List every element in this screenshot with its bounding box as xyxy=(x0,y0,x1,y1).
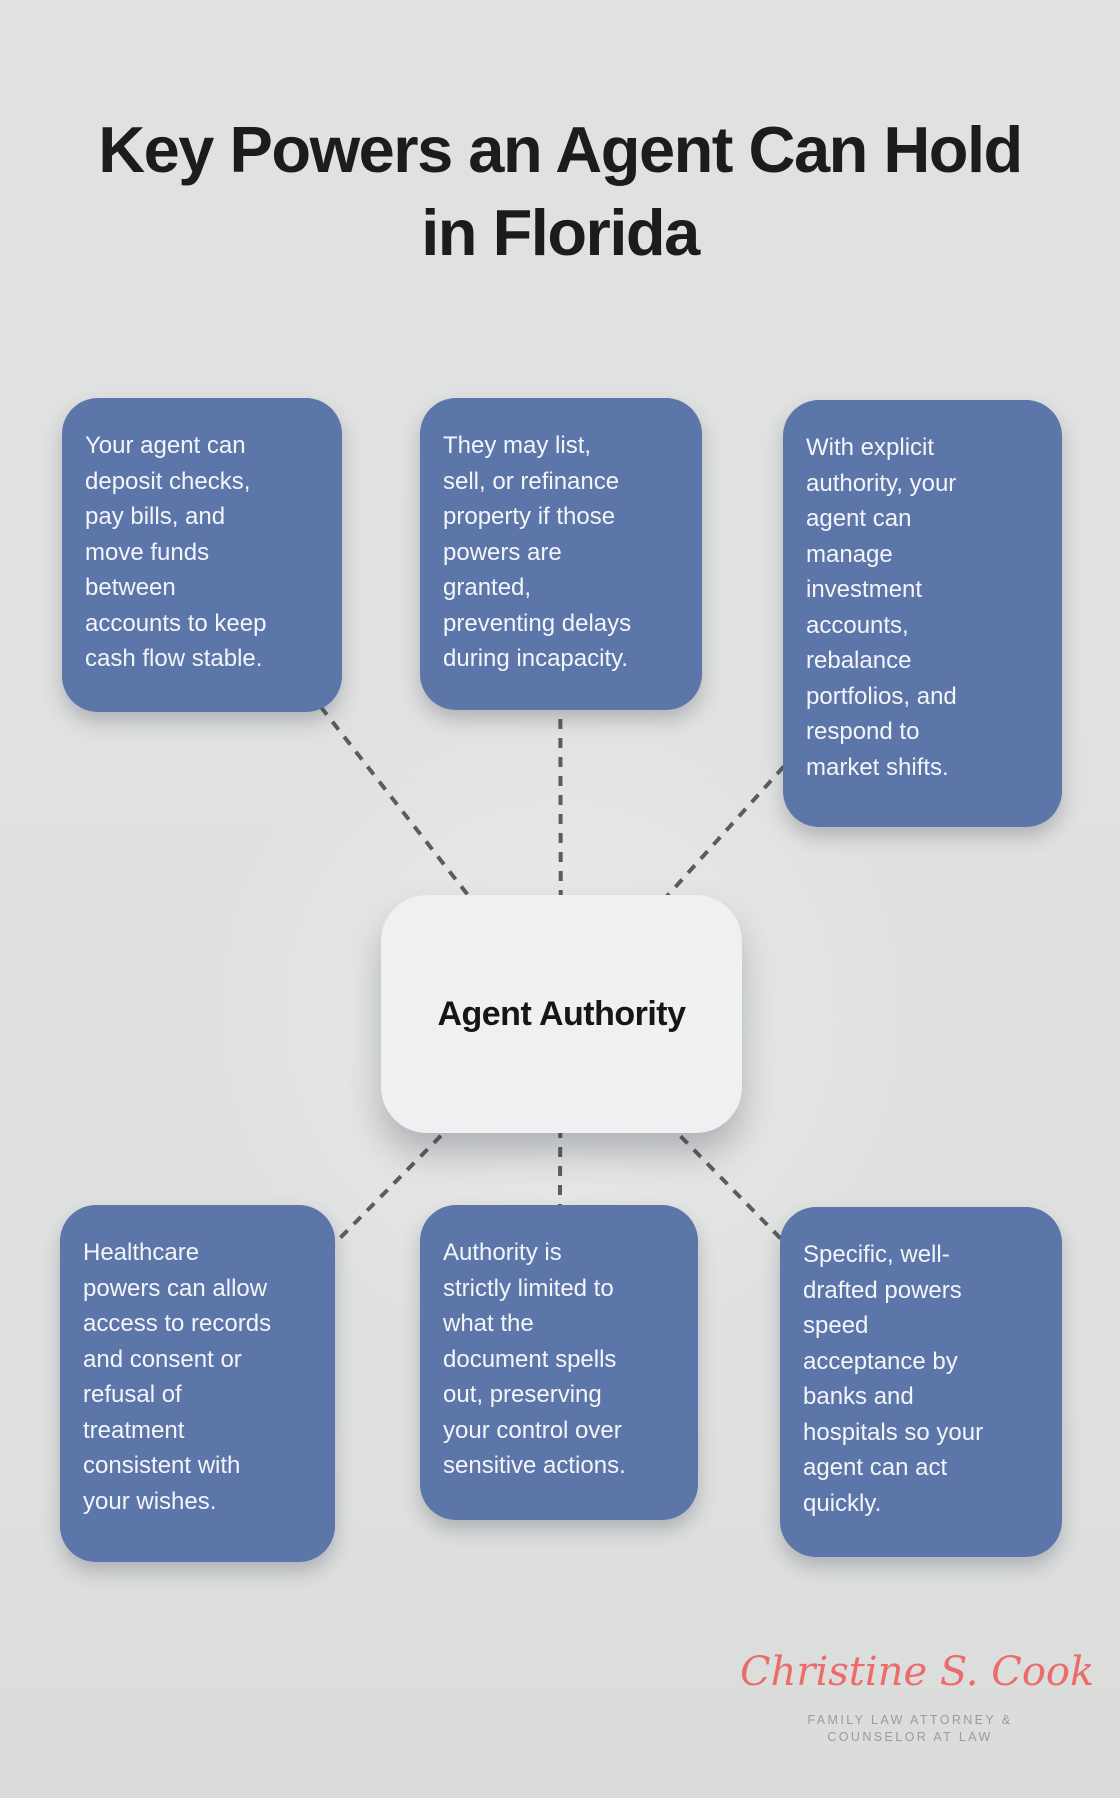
power-box-text: They may list, sell, or refinance proper… xyxy=(443,432,632,672)
power-box-acceptance-speed: Specific, well- drafted powers speed acc… xyxy=(780,1207,1062,1557)
power-box-real-estate: They may list, sell, or refinance proper… xyxy=(420,398,702,710)
signature-tagline: FAMILY LAW ATTORNEY & COUNSELOR AT LAW xyxy=(807,1713,1013,1744)
connector-top-right xyxy=(559,611,924,1016)
power-box-investments: With explicit authority, your agent can … xyxy=(783,400,1062,827)
signature-name: Christine S. Cook xyxy=(740,1649,1095,1695)
center-node-label: Agent Authority xyxy=(437,994,686,1033)
power-box-text: Specific, well- drafted powers speed acc… xyxy=(803,1241,984,1517)
power-box-limited-authority: Authority is strictly limited to what th… xyxy=(420,1205,698,1520)
power-box-text: Authority is strictly limited to what th… xyxy=(443,1239,626,1479)
power-box-healthcare: Healthcare powers can allow access to re… xyxy=(60,1205,335,1562)
power-box-banking-cash-flow: Your agent can deposit checks, pay bills… xyxy=(62,398,342,712)
power-box-text: Your agent can deposit checks, pay bills… xyxy=(85,432,267,672)
center-node-agent-authority: Agent Authority xyxy=(381,895,742,1133)
page-title: Key Powers an Agent Can Hold in Florida xyxy=(98,113,1023,269)
power-box-text: Healthcare powers can allow access to re… xyxy=(83,1239,272,1515)
power-box-text: With explicit authority, your agent can … xyxy=(806,434,957,781)
